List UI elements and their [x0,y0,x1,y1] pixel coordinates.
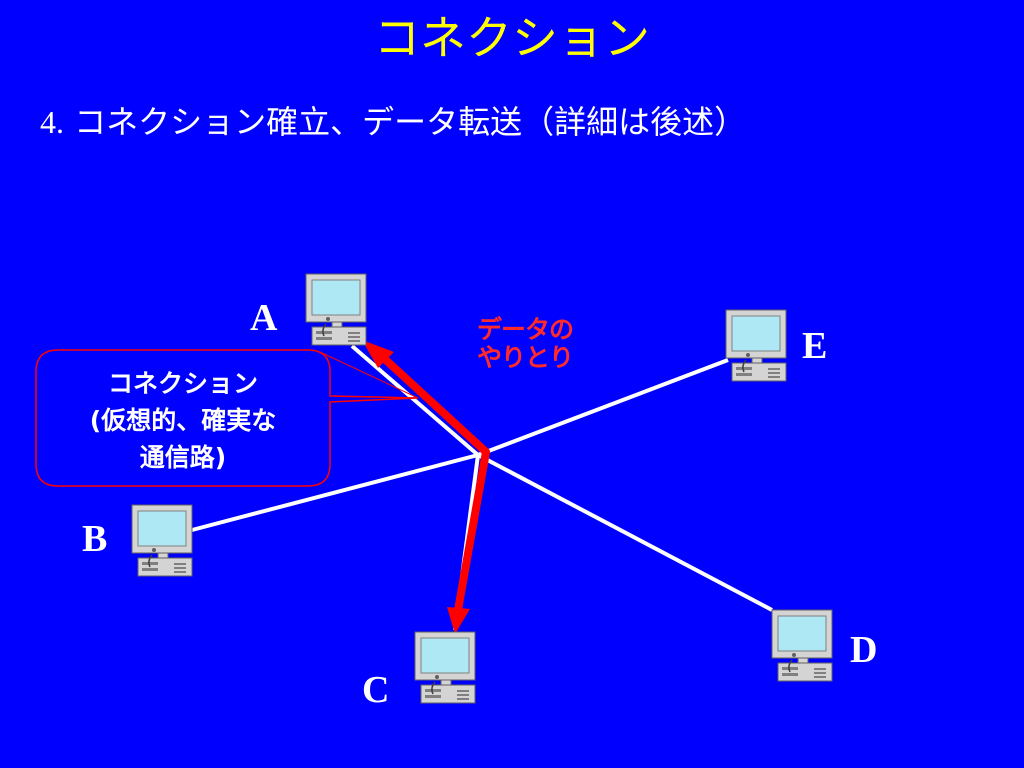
computer-b-icon [131,504,193,577]
node-label-d: D [850,629,878,671]
subtitle-number: 4. [40,104,64,140]
link-a [350,344,480,457]
link-d [477,453,773,612]
computer-e-icon [725,309,787,382]
computer-a-icon [305,273,367,346]
computer-d-icon [771,609,833,682]
node-label-c: C [362,669,390,711]
data-exchange-label: データの やりとり [476,315,574,372]
link-b [191,453,479,532]
data-exchange-arrow [362,340,490,634]
node-label-b: B [82,518,108,560]
connection-callout-box [35,349,419,487]
node-label-e: E [802,325,828,367]
link-e [477,358,729,457]
computer-c-icon [414,631,476,704]
slide-title: コネクション [374,11,650,65]
connection-callout-text: コネクション (仮想的、確実な 通信路) [89,369,277,472]
slide-subtitle: 4. コネクション確立、データ転送（詳細は後述） [40,100,1000,144]
node-label-a: A [250,297,278,339]
subtitle-text: コネクション確立、データ転送（詳細は後述） [64,103,747,141]
